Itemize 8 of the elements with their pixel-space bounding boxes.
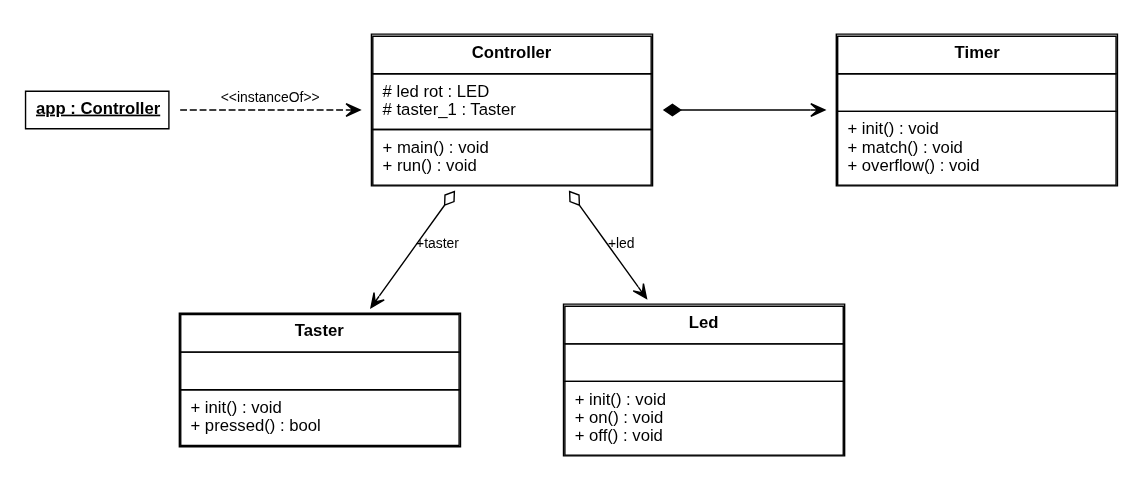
arrow: [568, 190, 648, 300]
arrow: [179, 103, 361, 117]
arrow: [662, 103, 826, 117]
edge-label: <<instanceOf>>: [220, 88, 320, 105]
edge-label: +led: [607, 235, 635, 252]
edge-label: +taster: [416, 235, 459, 252]
node-box: app : Controller: [24, 90, 170, 130]
arrow: [370, 190, 456, 309]
